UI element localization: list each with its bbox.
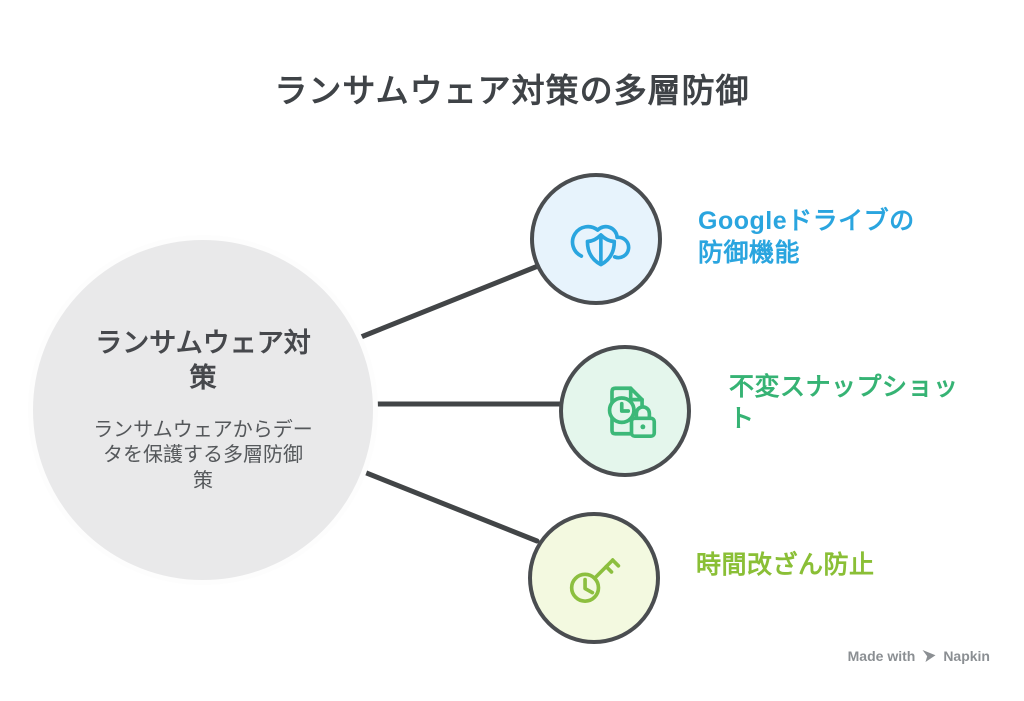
- label-line: 不変スナップショッ: [729, 373, 959, 401]
- hub-description-line: ランサムウェアからデー: [93, 418, 313, 441]
- cloud-shield-icon: [570, 224, 631, 267]
- connector-hub-to-tamper: [351, 465, 540, 544]
- watermark: Made with Napkin: [848, 648, 990, 664]
- clock-key-icon: [569, 558, 621, 603]
- hub-title-line: ランサムウェア対: [95, 327, 311, 358]
- label-line: Googleドライブの: [698, 207, 915, 235]
- hub-description-line: タを保護する多層防御: [102, 444, 303, 467]
- hub-title-line: 策: [189, 362, 217, 393]
- label-line: 防御機能: [698, 238, 801, 267]
- label-time-tamper: 時間改ざん防止: [696, 550, 875, 582]
- document-clock-lock-icon: [607, 386, 657, 439]
- watermark-brand: Napkin: [943, 648, 990, 664]
- hub-title: ランサムウェア対 策: [95, 326, 310, 396]
- label-line: 時間改ざん防止: [696, 551, 875, 579]
- watermark-made-with: Made with: [847, 648, 916, 664]
- napkin-logo-icon: [922, 650, 936, 662]
- node-immutable-snapshot: [559, 345, 691, 477]
- label-google-drive: Googleドライブの 防御機能: [698, 206, 915, 269]
- hub-description-line: 策: [192, 469, 213, 492]
- label-line: ト: [729, 404, 755, 433]
- hub-circle: ランサムウェア対 策 ランサムウェアからデー タを保護する多層防御 策: [28, 235, 378, 585]
- page-title: ランサムウェア対策の多層防御: [274, 72, 750, 109]
- node-google-drive: [530, 173, 662, 305]
- node-time-tamper: [528, 512, 660, 644]
- hub-description: ランサムウェアからデー タを保護する多層防御 策: [93, 418, 313, 495]
- connector-hub-to-drive: [353, 263, 541, 342]
- label-immutable-snapshot: 不変スナップショッ ト: [729, 372, 959, 435]
